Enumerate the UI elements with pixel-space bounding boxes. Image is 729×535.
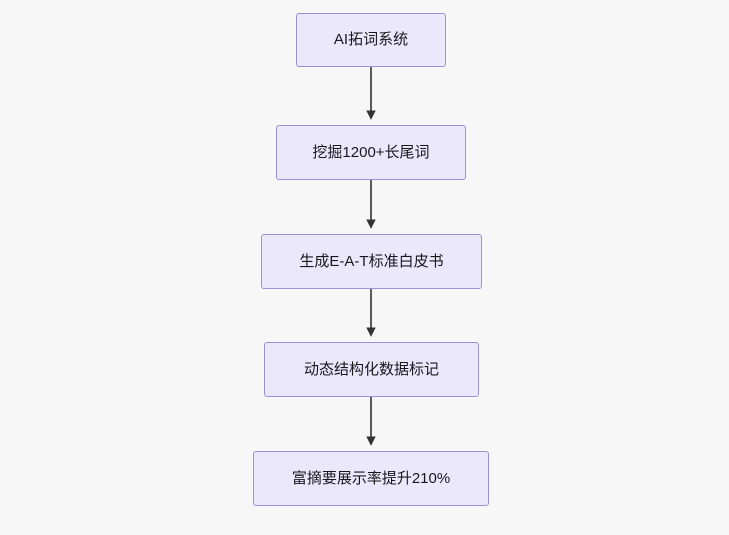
flowchart-node-structured-data-markup[interactable]: 动态结构化数据标记 [264, 342, 479, 397]
flowchart-node-eat-whitepaper[interactable]: 生成E-A-T标准白皮书 [261, 234, 482, 289]
flowchart-node-ai-keyword-system[interactable]: AI拓词系统 [296, 13, 446, 67]
flowchart-node-rich-snippet-uplift[interactable]: 富摘要展示率提升210% [253, 451, 489, 506]
flowchart-node-longtail-mining[interactable]: 挖掘1200+长尾词 [276, 125, 466, 180]
